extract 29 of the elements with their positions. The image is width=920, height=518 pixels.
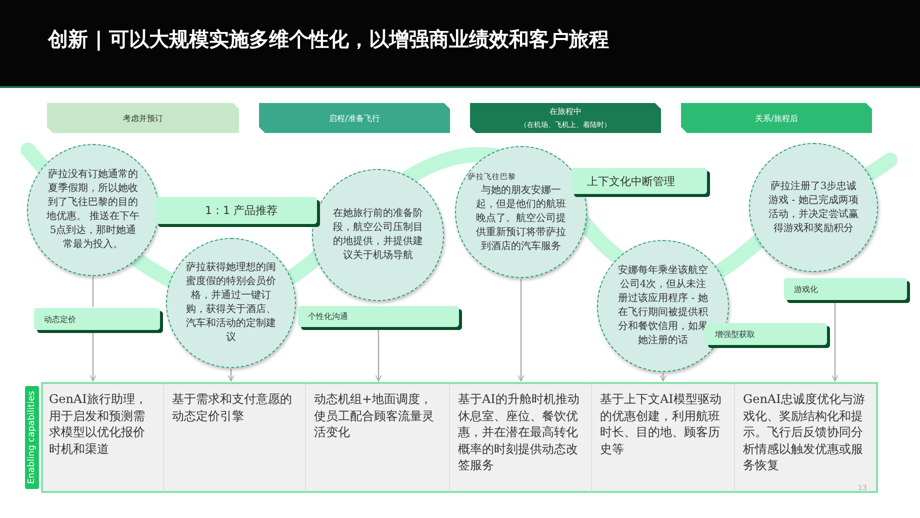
arrow: [832, 301, 838, 382]
title: 创新 | 可以大规模实施多维个性化，以增强商业绩效和客户旅程: [48, 26, 610, 53]
capability-tag: 1：1 产品推荐: [155, 197, 317, 224]
story-circle: 萨拉获得她理想的闺蜜度假的特别会员价格，并通过一键订购，获得关于酒店、汽车和活动的定制建议: [166, 238, 296, 368]
arrow: [228, 369, 234, 382]
capability-description: 基于AI的升舱时机推动休息室、座位、餐饮优惠，并在潜在最高转化概率的时刻提供动态改签服务: [449, 382, 591, 493]
capability-description: 动态机组+地面调度，使员工配合顾客流量灵活变化: [305, 382, 449, 493]
capability-tag: 上下文化中断管理: [571, 168, 707, 194]
phase-banner: 启程/准备飞行: [259, 103, 450, 133]
capability-description: GenAI旅行助理，用于启发和预测需求模型以优化报价时机和渠道: [41, 382, 163, 493]
story-circle: 萨拉注册了3步忠诚游戏 - 她已完成两项活动，并决定尝试赢得游戏和奖励积分: [749, 143, 878, 272]
phase-banner: 关系/旅程后: [681, 103, 872, 133]
heading-text: 在旅程中: [550, 106, 582, 117]
story-circle: 萨拉没有订她通常的夏季假期，所以她收到了飞往巴黎的目的地优惠。 推送在下午5点到达，那时她通常最为投入。: [27, 144, 159, 276]
capability-tag: 个性化沟通: [298, 306, 459, 327]
capability-description: 基于上下文AI模型驱动的优惠创建，利用航班时长、目的地、顾客历史等: [591, 382, 734, 493]
side-tab: Enabling capabilities: [25, 386, 39, 489]
arrow: [660, 373, 666, 382]
capability-description: 基于需求和支付意愿的动态定价引擎: [163, 382, 305, 493]
arrow: [90, 331, 96, 382]
phase-banner: [470, 103, 661, 133]
capability-tag: 动态定价: [34, 308, 160, 330]
arrow: [518, 279, 524, 382]
capability-tag: 游戏化: [784, 278, 907, 300]
story-circle: 在她旅行前的准备阶段，航空公司压制目的地提供，并提供建议关于机场导航: [312, 169, 444, 301]
body-text: 与她的朋友安娜一起，但是他们的航班晚点了。航空公司提供重新预订将带萨拉到酒店的汽车服务: [475, 184, 567, 254]
arrow: [375, 328, 382, 382]
phase-banner: 考虑并预订: [47, 103, 239, 133]
capability-tag: 增强型获取: [705, 323, 827, 345]
